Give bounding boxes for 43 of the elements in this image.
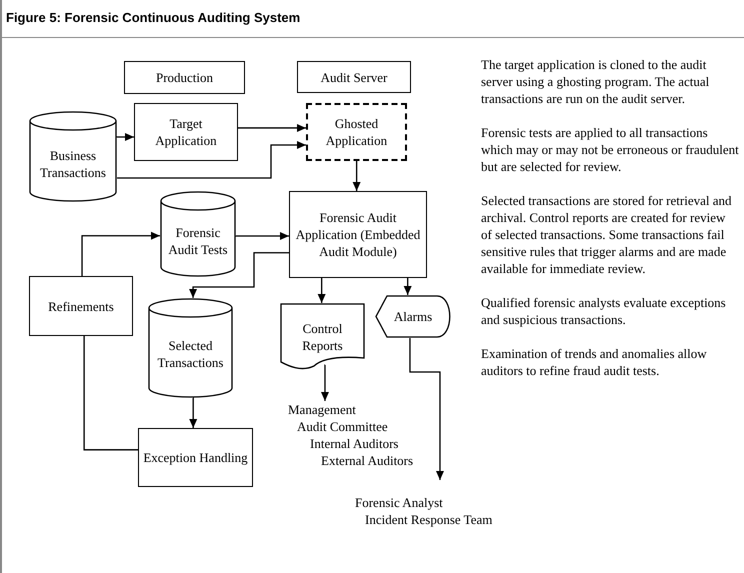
node-label: Refinements — [48, 298, 114, 314]
node-label: Forensic Audit Tests — [167, 224, 229, 258]
arrow — [318, 277, 326, 303]
label-box — [124, 61, 245, 94]
process-box — [29, 276, 133, 336]
arrow — [189, 252, 289, 298]
process-box — [134, 103, 238, 161]
arrow — [116, 133, 134, 141]
label-box — [297, 61, 411, 93]
arrow — [189, 397, 198, 428]
arrow — [409, 338, 444, 480]
arrow — [320, 364, 329, 401]
arrow — [235, 232, 289, 240]
process-box — [289, 191, 427, 278]
figure-title: Figure 5: Forensic Continuous Auditing System — [6, 9, 300, 26]
description-paragraph: The target application is cloned to the audit server using a ghosting program. The actual transactions are run on the audit server. — [481, 56, 710, 107]
node-label: Exception Handling — [143, 449, 248, 466]
arrow — [352, 160, 361, 191]
node-label: Control Reports — [301, 320, 344, 354]
node-label: Forensic Audit Application (Embedded Audit Module) — [294, 209, 422, 260]
arrow — [81, 232, 160, 276]
description-paragraph: Examination of trends and anomalies allow auditors to refine fraud audit tests. — [481, 345, 708, 379]
recipient-text: External Auditors — [321, 452, 414, 469]
node-label: Alarms — [394, 308, 432, 325]
process-box — [138, 428, 253, 487]
node-label: Target Application — [154, 115, 218, 149]
recipient-text: Internal Auditors — [310, 435, 398, 452]
arrow — [117, 141, 306, 179]
node-label: Ghosted Application — [324, 115, 388, 149]
node-label: Business Transactions — [39, 146, 107, 180]
node-label: Audit Server — [320, 68, 388, 86]
arrow — [404, 277, 412, 295]
description-paragraph: Forensic tests are applied to all transactions which may or may not be erroneous or fraudulent but are selected for review. — [481, 124, 739, 175]
recipient-text: Incident Response Team — [365, 511, 492, 528]
description-paragraph: Selected transactions are stored for retrieval and archival. Control reports are created for review of selected transactions. Some transactions fail sensitive rules that trigger alarms and are made available for immediate review. — [481, 192, 732, 277]
recipient-text: Audit Committee — [297, 418, 388, 435]
recipient-text: Forensic Analyst — [355, 494, 443, 511]
dashed-process-box — [306, 103, 407, 161]
recipient-text: Management — [288, 401, 356, 418]
description-paragraph: Qualified forensic analysts evaluate exceptions and suspicious transactions. — [481, 294, 727, 328]
node-label: Selected Transactions — [156, 337, 224, 371]
node-label: Production — [156, 69, 214, 86]
arrow — [238, 124, 306, 132]
